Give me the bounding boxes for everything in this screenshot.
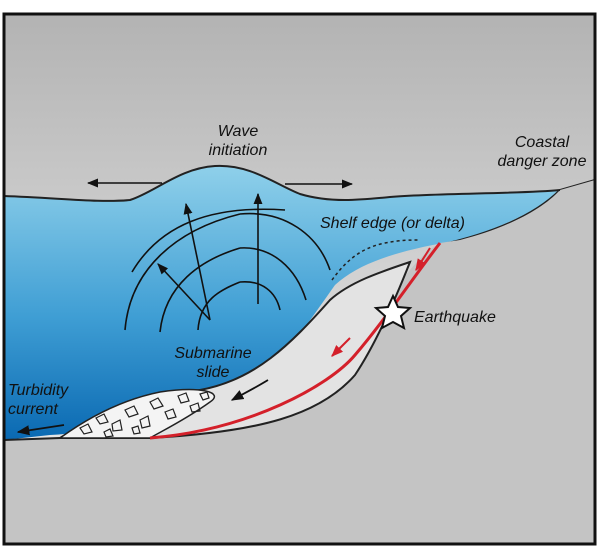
star-icon — [373, 293, 413, 330]
label-turbidity-line1: Turbidity — [8, 382, 69, 399]
wave-fronts — [124, 208, 286, 333]
label-wave-line1: Wave — [218, 123, 259, 140]
energy-arrows — [157, 192, 263, 321]
label-shelf-edge: Shelf edge (or delta) — [320, 215, 465, 232]
label-slide-line1: Submarine — [174, 345, 251, 362]
frame — [2, 12, 597, 546]
slide-arrow — [230, 379, 269, 401]
label-turbidity-line2: current — [8, 401, 58, 418]
label-coastal-line2: danger zone — [498, 153, 587, 170]
rubble-blocks — [79, 391, 210, 438]
sea-surface — [3, 164, 561, 202]
slip-arrow-upper — [415, 247, 431, 272]
label-coastal-line1: Coastal — [515, 134, 570, 151]
turbidity-arrow — [16, 424, 65, 436]
wave-fronts-right — [239, 212, 331, 311]
label-slide-line2: slide — [197, 364, 230, 381]
fault-line — [149, 242, 442, 440]
sea-water — [4, 165, 560, 440]
continental-slope — [150, 180, 595, 544]
slip-arrow-lower — [331, 337, 351, 357]
label-earthquake: Earthquake — [414, 309, 496, 326]
original-shelf-edge — [331, 239, 421, 281]
label-wave-line2: initiation — [209, 142, 268, 159]
